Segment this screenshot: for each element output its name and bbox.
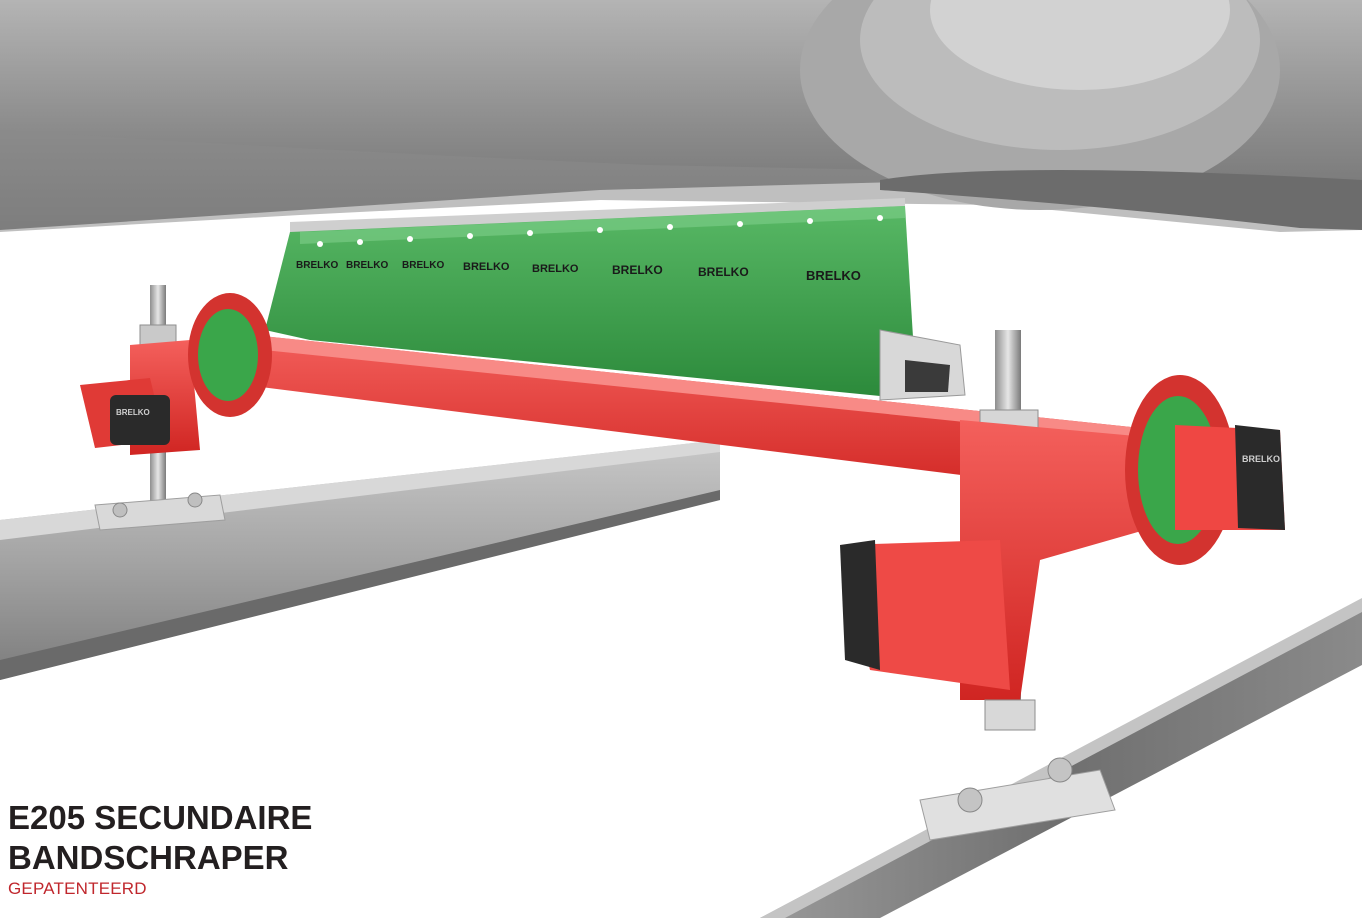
blade-logo: BRELKO xyxy=(532,263,579,275)
blade-logo: BRELKO xyxy=(1242,454,1280,464)
product-title-line1: E205 SECUNDAIRE xyxy=(8,799,313,836)
blade-logo: BRELKO xyxy=(806,268,861,283)
scraper-blade xyxy=(265,198,966,401)
product-caption: E205 SECUNDAIRE BANDSCHRAPER GEPATENTEER… xyxy=(8,798,608,899)
product-subtitle: GEPATENTEERD xyxy=(8,879,147,898)
pulley-drum xyxy=(0,0,1362,232)
product-title: E205 SECUNDAIRE BANDSCHRAPER xyxy=(8,798,608,878)
left-tensioner xyxy=(80,285,272,531)
blade-logo: BRELKO xyxy=(612,263,663,277)
scraper-frame-beam xyxy=(205,330,1160,500)
blade-logo: BRELKO xyxy=(402,260,444,271)
right-tensioner xyxy=(840,330,1285,841)
blade-brand-logos: BRELKO BRELKO BRELKO BRELKO BRELKO BRELK… xyxy=(116,260,1280,464)
blade-logo: BRELKO xyxy=(296,260,338,271)
left-support-rail xyxy=(0,440,720,680)
blade-logo: BRELKO xyxy=(698,265,749,279)
blade-logo: BRELKO xyxy=(116,408,150,417)
product-title-line2: BANDSCHRAPER xyxy=(8,839,289,876)
blade-logo: BRELKO xyxy=(346,260,388,271)
blade-logo: BRELKO xyxy=(463,261,510,273)
